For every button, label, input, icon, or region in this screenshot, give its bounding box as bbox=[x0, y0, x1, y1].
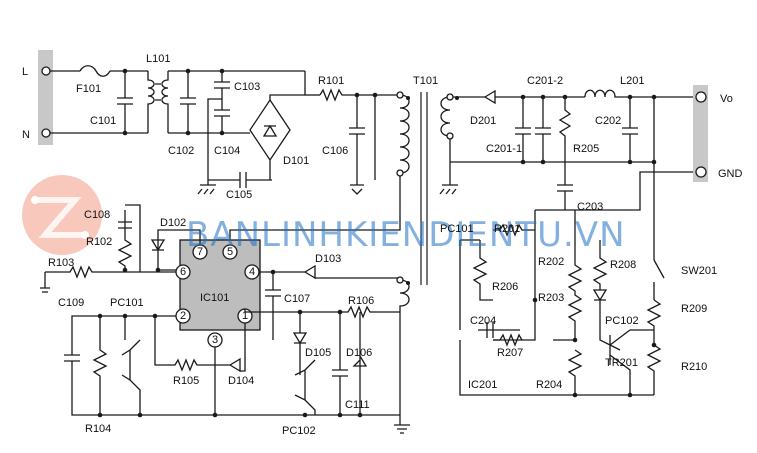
watermark-logo bbox=[22, 175, 102, 255]
ic101-pin-1: 1 bbox=[242, 310, 248, 322]
label-sw201: SW201 bbox=[681, 265, 717, 277]
label-r207: R207 bbox=[497, 347, 523, 359]
label-d105: D105 bbox=[305, 347, 331, 359]
output-wiring bbox=[450, 89, 693, 396]
terminals bbox=[41, 66, 707, 284]
label-r106: R106 bbox=[348, 295, 374, 307]
input-wiring bbox=[46, 65, 400, 195]
primary-control-wiring bbox=[40, 204, 400, 416]
label-r201: R201 bbox=[494, 223, 520, 235]
label-vo: Vo bbox=[720, 93, 733, 105]
label-t101: T101 bbox=[413, 75, 438, 87]
label-c101: C101 bbox=[90, 115, 116, 127]
label-c111: C111 bbox=[345, 399, 370, 411]
label-d106: D106 bbox=[346, 347, 372, 359]
label-r208: R208 bbox=[610, 259, 636, 271]
label-r101: R101 bbox=[318, 75, 344, 87]
label-c102: C102 bbox=[168, 145, 194, 157]
label-c201-1: C201-1 bbox=[486, 143, 522, 155]
label-d201: D201 bbox=[470, 115, 496, 127]
label-d103: D103 bbox=[315, 253, 341, 265]
ic101-pin-2: 2 bbox=[180, 310, 186, 322]
output-terminal-block bbox=[693, 85, 708, 182]
label-r104: R104 bbox=[85, 423, 111, 435]
label-c201-2: C201-2 bbox=[527, 75, 563, 87]
label-tr201: TR201 bbox=[605, 357, 638, 369]
label-ic201: IC201 bbox=[468, 379, 497, 391]
label-r210: R210 bbox=[681, 361, 707, 373]
label-c108: C108 bbox=[84, 209, 110, 221]
ic101-pin-6: 6 bbox=[180, 266, 186, 278]
label-r209: R209 bbox=[681, 303, 707, 315]
label-r102: R102 bbox=[86, 236, 112, 248]
label-f101: F101 bbox=[76, 83, 101, 95]
junction-dots bbox=[97, 68, 657, 418]
label-r206: R206 bbox=[492, 281, 518, 293]
label-c106: C106 bbox=[322, 145, 348, 157]
watermark-text: BANLINHKIENDIENTU.VN bbox=[186, 215, 626, 255]
label-r204: R204 bbox=[536, 379, 562, 391]
ic101-pin-4: 4 bbox=[249, 266, 255, 278]
label-r205: R205 bbox=[573, 143, 599, 155]
ic101-pin-5: 5 bbox=[227, 246, 233, 258]
label-l: L bbox=[22, 66, 28, 78]
label-r103: R103 bbox=[48, 257, 74, 269]
label-gnd: GND bbox=[718, 168, 743, 180]
label-c202: C202 bbox=[595, 115, 621, 127]
label-pc101-left: PC101 bbox=[110, 297, 144, 309]
label-d102: D102 bbox=[160, 217, 186, 229]
label-c105: C105 bbox=[226, 189, 252, 201]
ic101-pin-3: 3 bbox=[212, 334, 218, 346]
label-c107: C107 bbox=[284, 293, 310, 305]
label-c204: C204 bbox=[470, 315, 496, 327]
label-n: N bbox=[22, 129, 30, 141]
label-r105: R105 bbox=[173, 375, 199, 387]
label-pc102-right: PC102 bbox=[605, 315, 639, 327]
label-l201: L201 bbox=[620, 75, 644, 87]
ic101-pin-7: 7 bbox=[197, 246, 203, 258]
label-d104: D104 bbox=[228, 375, 254, 387]
label-c109: C109 bbox=[58, 297, 84, 309]
label-pc101-right: PC101 bbox=[440, 223, 474, 235]
label-r203: R203 bbox=[538, 292, 564, 304]
label-c103: C103 bbox=[234, 81, 260, 93]
label-ic101: IC101 bbox=[200, 292, 229, 304]
label-r202: R202 bbox=[538, 256, 564, 268]
label-pc102-left: PC102 bbox=[282, 425, 316, 437]
label-c104: C104 bbox=[214, 145, 240, 157]
label-c203: C203 bbox=[577, 201, 603, 213]
label-d101: D101 bbox=[283, 155, 309, 167]
label-l101: L101 bbox=[146, 53, 170, 65]
